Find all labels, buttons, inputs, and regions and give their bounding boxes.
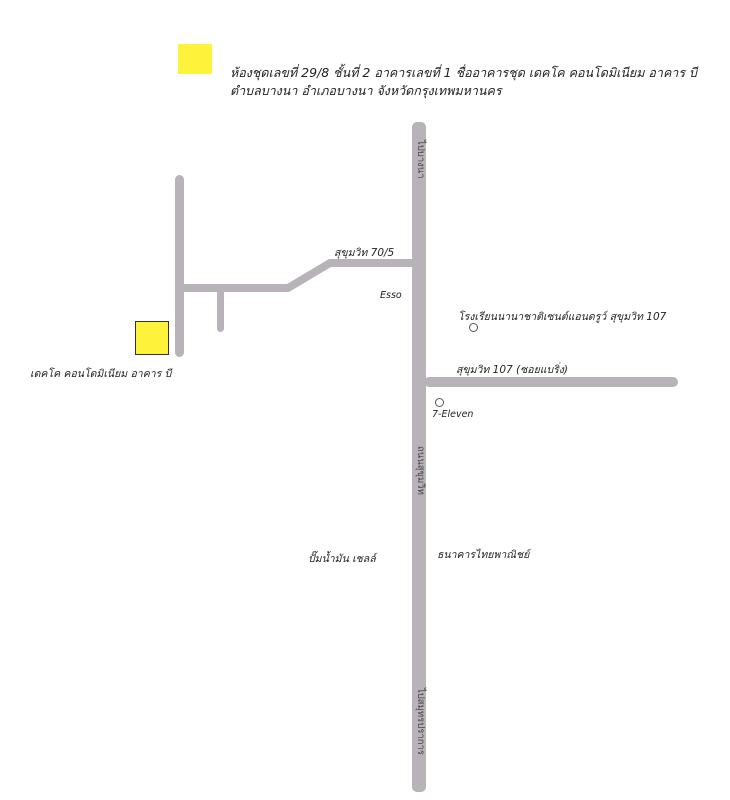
label-to-bangna: ไปบางนา	[415, 140, 426, 179]
label-soi-70-5: สุขุมวิท 70/5	[334, 247, 395, 259]
label-shell: ปั๊มน้ำมัน เชลล์	[308, 553, 376, 565]
label-building: เดคโค คอนโดมิเนียม อาคาร บี	[30, 368, 172, 380]
building-marker-icon	[135, 321, 169, 355]
road-soi-107	[424, 377, 678, 387]
legend-swatch	[178, 44, 212, 74]
road-left-stub	[217, 286, 224, 332]
seven-eleven-marker-icon	[435, 398, 444, 407]
label-seven-eleven: 7-Eleven	[432, 409, 474, 420]
label-to-samutprakan: ไปสมุทรปราการ	[415, 688, 426, 755]
legend-address: ห้องชุดเลขที่ 29/8 ชั้นที่ 2 อาคารเลขที่…	[230, 64, 710, 100]
road-left-vertical	[175, 175, 184, 357]
label-esso: Esso	[380, 290, 402, 301]
legend-line-1: ห้องชุดเลขที่ 29/8 ชั้นที่ 2 อาคารเลขที่…	[230, 65, 697, 80]
label-school: โรงเรียนนานาชาติเซนต์แอนดรูว์ สุขุมวิท 1…	[458, 311, 667, 323]
label-bank: ธนาคารไทยพาณิชย์	[437, 549, 530, 561]
legend-line-2: ตำบลบางนา อำเภอบางนา จังหวัดกรุงเทพมหานค…	[230, 83, 502, 98]
road-sukhumvit-main	[412, 122, 426, 792]
label-sukhumvit-road: ถนนสุขุมวิท	[415, 446, 426, 495]
school-marker-icon	[469, 323, 478, 332]
label-soi-107: สุขุมวิท 107 (ซอยแบริ่ง)	[456, 364, 569, 376]
